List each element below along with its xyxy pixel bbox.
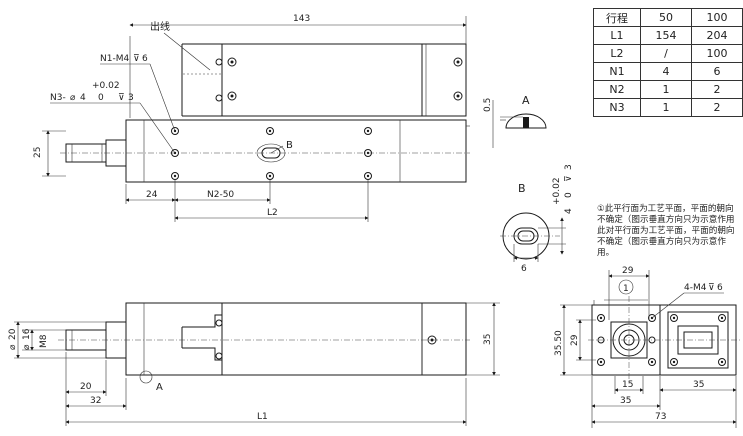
dim-143: 143	[293, 14, 310, 24]
svg-text:⌀: ⌀	[70, 93, 76, 103]
motor-screws	[215, 57, 463, 102]
motor-housing	[221, 43, 423, 117]
end-dim-35-right: 35	[693, 380, 704, 390]
table-cell: /	[640, 44, 692, 63]
slot-b	[261, 147, 281, 159]
svg-text:⊽: ⊽	[564, 175, 574, 182]
table-cell: L2	[593, 44, 641, 63]
table-cell: 2	[691, 98, 743, 117]
side-label-a: A	[156, 382, 163, 393]
end-dim-29-side: 29	[570, 334, 580, 346]
b-depth: 3	[564, 164, 574, 170]
svg-text:⌀: ⌀	[8, 344, 18, 350]
b-tol-upper: +0.02	[552, 177, 562, 205]
end-dim-35-50: 35.50	[554, 330, 564, 356]
table-row: N2 1 2	[593, 80, 743, 99]
n3-hole-label: N3-	[50, 93, 66, 103]
table-cell: L1	[593, 26, 641, 45]
table-cell: 1	[640, 98, 692, 117]
table-cell: N1	[593, 62, 641, 81]
table-cell: 2	[691, 80, 743, 99]
end-view: 29 1 4-M4 ⊽ 6 35.50 29 15 35 35 73	[554, 266, 740, 428]
motor-end-cap	[421, 43, 467, 117]
table-row: L2 / 100	[593, 44, 743, 63]
process-plane-note: ①此平行面为工艺平面，平面的朝向不确定（图示垂直方向只为示意作用此对平行面为工艺…	[597, 204, 735, 258]
table-row: N3 1 2	[593, 98, 743, 117]
table-cell: N3	[593, 98, 641, 117]
cable-label: 出线	[150, 20, 170, 33]
table-header-row: 行程 50 100	[593, 8, 743, 27]
svg-text:⊽: ⊽	[133, 54, 140, 64]
end-depth-6: 6	[717, 283, 723, 293]
table-cell: 4	[640, 62, 692, 81]
n1-thread-label: N1-M4	[100, 54, 129, 64]
b-dim-4: 4	[564, 208, 574, 214]
stroke-spec-table: 行程 50 100 L1 154 204 L2 / 100 N1 4 6 N2 …	[593, 8, 743, 117]
table-cell: 50	[640, 8, 692, 27]
b-dim-6: 6	[521, 264, 527, 274]
table-cell: 100	[691, 44, 743, 63]
table-cell: 154	[640, 26, 692, 45]
detail-a-label: A	[522, 94, 530, 107]
end-dim-29-top: 29	[622, 266, 634, 276]
dim-25: 25	[33, 147, 43, 158]
side-motor-block	[221, 302, 423, 376]
n3-depth: 3	[128, 93, 134, 103]
detail-b-label: B	[518, 182, 526, 195]
top-view: 143 出线 N1-M4 ⊽ 6 +0.02 N3- ⌀ 4 0 ⊽ 3 25 …	[33, 14, 470, 222]
end-dim-15: 15	[622, 380, 633, 390]
table-row: L1 154 204	[593, 26, 743, 45]
cable-outlet	[182, 43, 223, 117]
dim-0-5: 0.5	[483, 98, 493, 112]
mounting-holes	[171, 127, 372, 180]
n3-tol-upper: +0.02	[92, 81, 120, 91]
dim-24: 24	[146, 190, 158, 200]
table-cell: 1	[640, 80, 692, 99]
label-b: B	[286, 140, 293, 151]
thread-m8: M8	[39, 334, 49, 348]
end-thread-4-m4: 4-M4	[684, 283, 707, 293]
n1-depth: 6	[142, 54, 148, 64]
svg-text:⊽: ⊽	[118, 93, 125, 103]
dim-20: 20	[80, 382, 92, 392]
n3-tol-lower: 0	[98, 93, 104, 103]
table-cell: 100	[691, 8, 743, 27]
end-dim-35-left: 35	[620, 396, 631, 406]
dim-l1: L1	[257, 412, 268, 422]
detail-b: B +0.02 4 0 ⊽ 3 6	[500, 164, 574, 274]
detail-a: A 0.5	[483, 94, 547, 148]
side-view: A ⌀ 20 ⌀ 16 M8 35 20 32 L1	[8, 302, 500, 426]
table-cell: 6	[691, 62, 743, 81]
end-dim-73: 73	[655, 412, 666, 422]
dim-dia-20: 20	[8, 328, 18, 340]
dim-dia-16: 16	[22, 328, 32, 340]
n3-dia: 4	[80, 93, 86, 103]
dim-32: 32	[90, 396, 101, 406]
table-cell: N2	[593, 80, 641, 99]
side-dim-35: 35	[483, 334, 493, 345]
svg-text:⌀: ⌀	[22, 344, 32, 350]
actuator-body	[125, 119, 467, 183]
dim-n2-50: N2-50	[207, 190, 234, 200]
end-circle-1: 1	[623, 284, 629, 294]
b-tol-lower: 0	[564, 192, 574, 198]
svg-text:⊽: ⊽	[708, 283, 715, 293]
dim-l2: L2	[267, 208, 278, 218]
table-cell: 204	[691, 26, 743, 45]
table-row: N1 4 6	[593, 62, 743, 81]
table-cell: 行程	[593, 8, 641, 27]
